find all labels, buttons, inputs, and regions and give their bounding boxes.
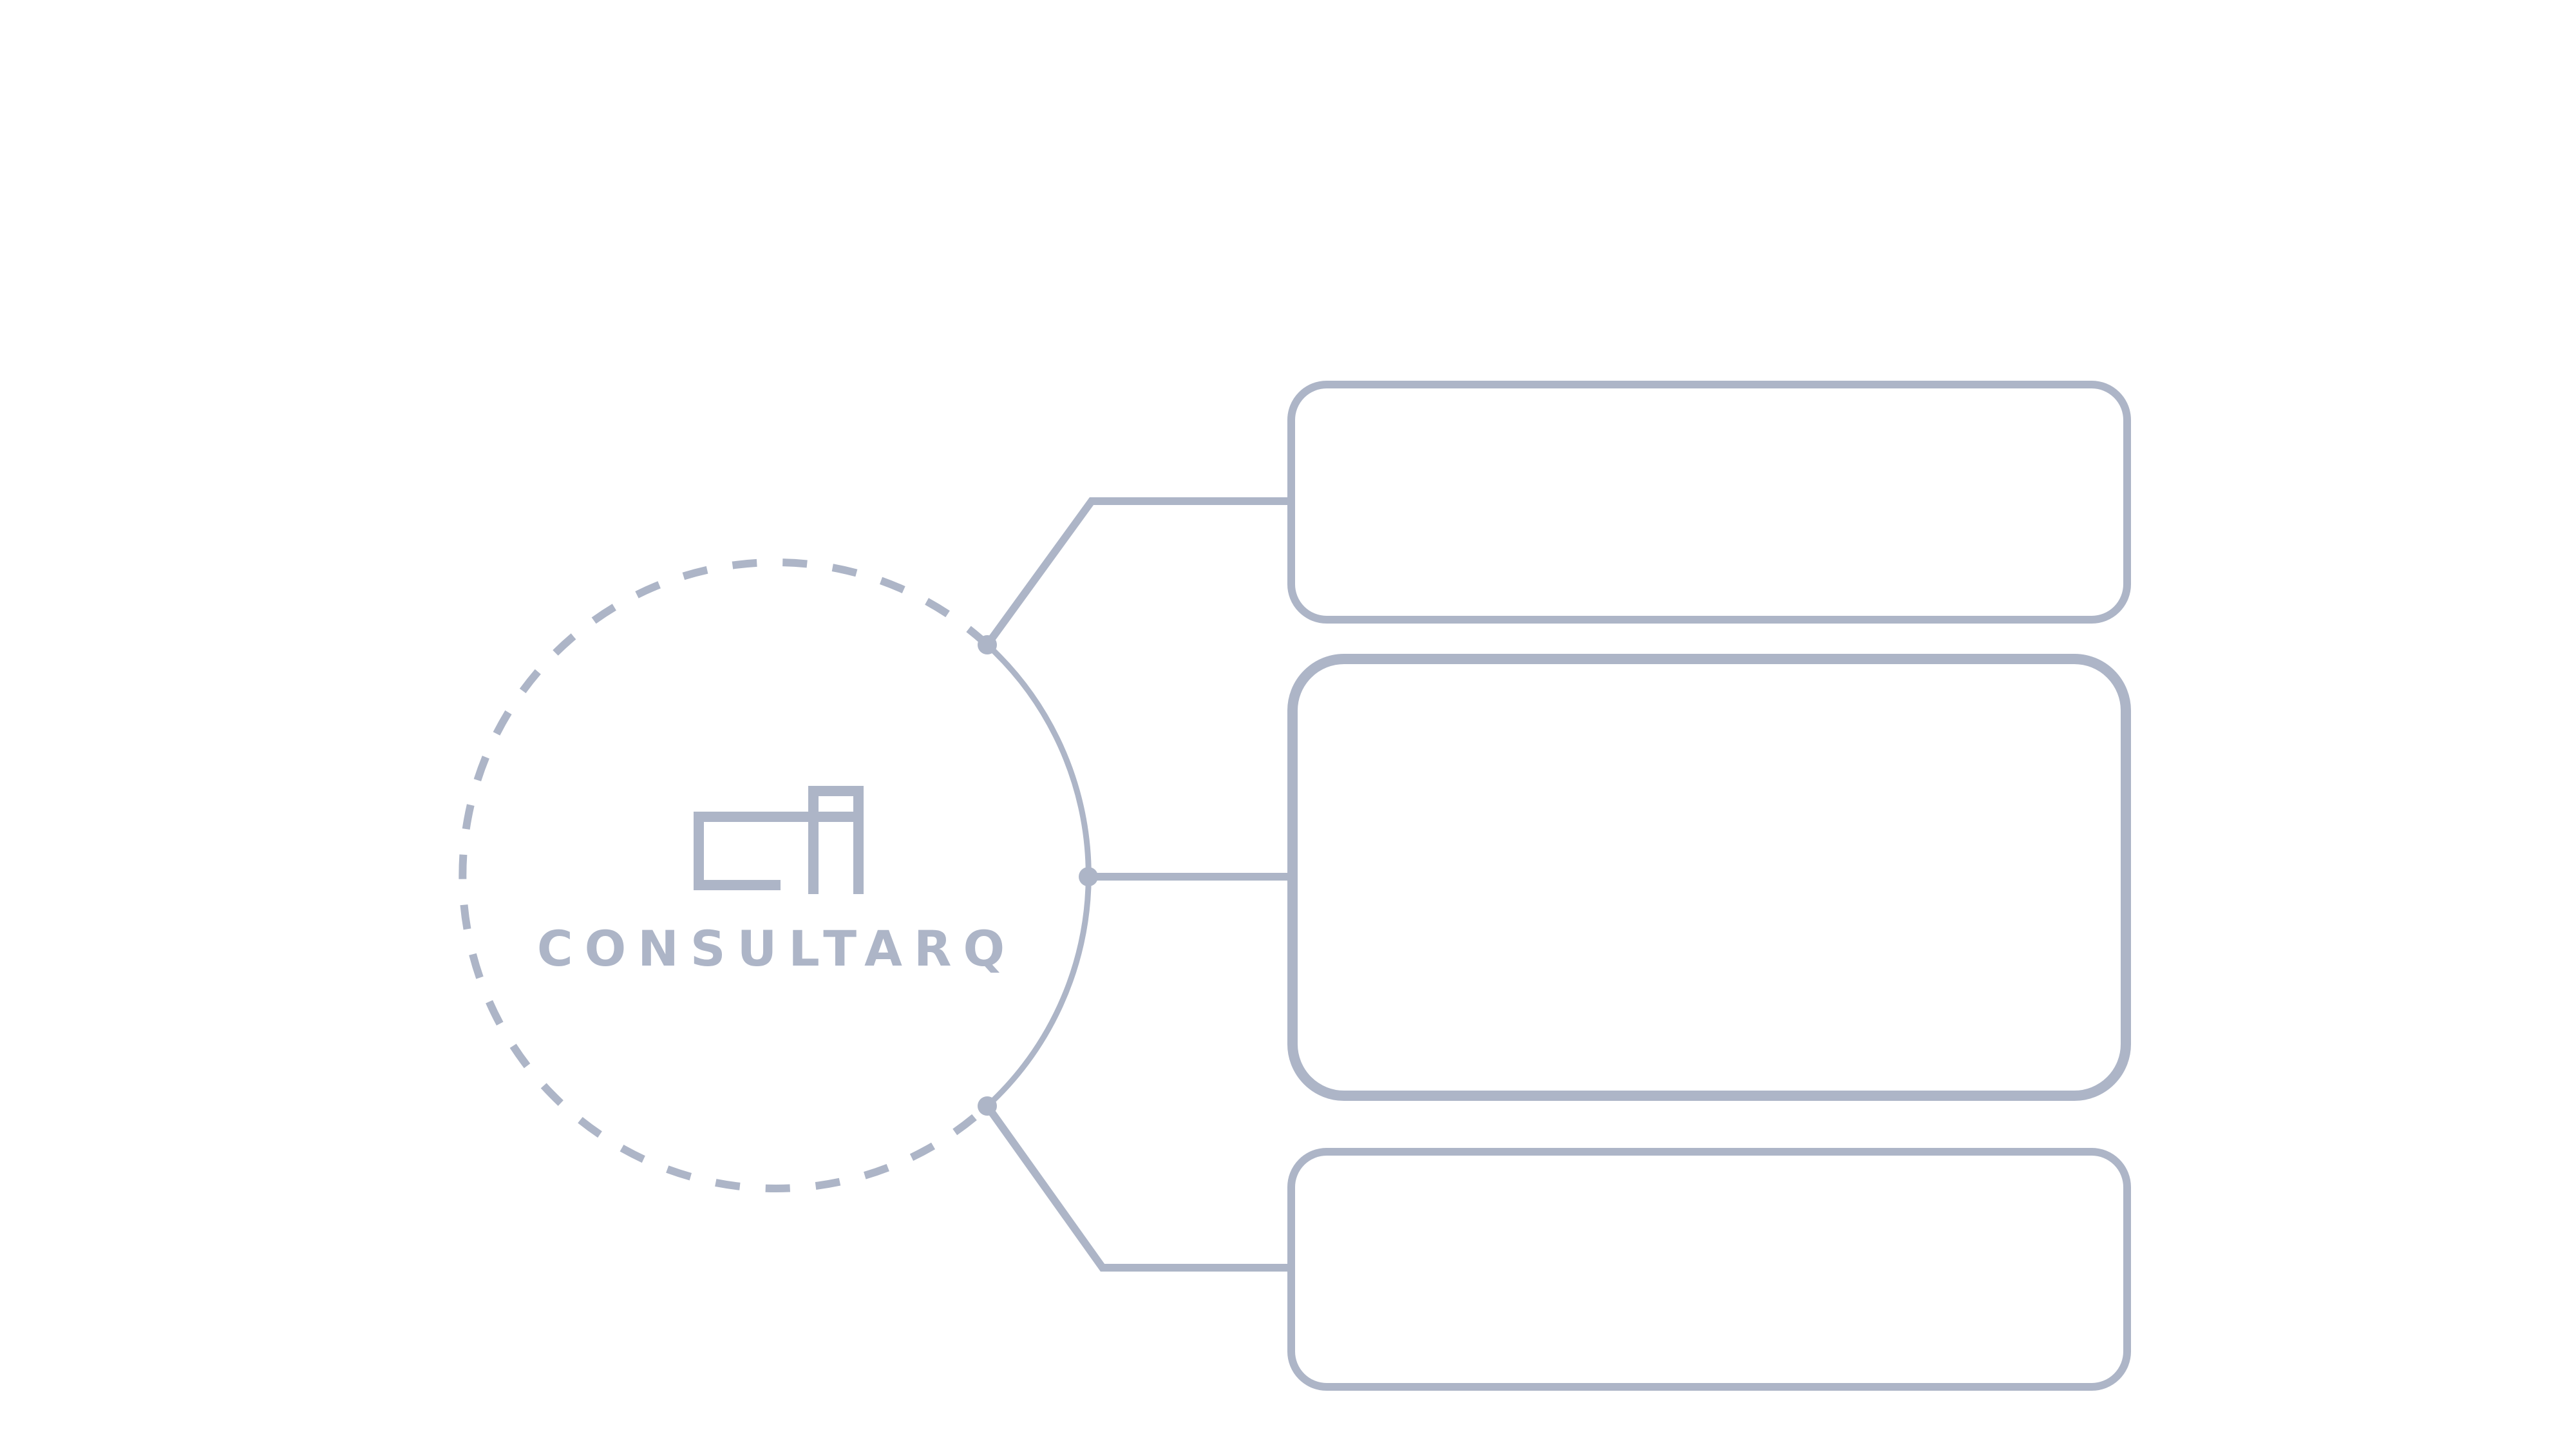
logo-text: CONSULTARQ <box>537 920 1016 977</box>
building-outline-icon <box>694 786 864 894</box>
content-box-bottom <box>1287 1148 2131 1391</box>
connector-bottom <box>984 1103 1291 1272</box>
hub-circle-dashed-arc <box>459 558 990 1192</box>
connector-dot-top <box>978 635 997 654</box>
connector-top <box>984 497 1291 647</box>
content-box-top <box>1287 381 2131 624</box>
connector-dot-middle <box>1079 867 1098 886</box>
connector-dot-bottom <box>978 1096 997 1116</box>
hub-circle-solid-arc <box>985 642 1092 1109</box>
content-box-middle <box>1287 654 2131 1101</box>
